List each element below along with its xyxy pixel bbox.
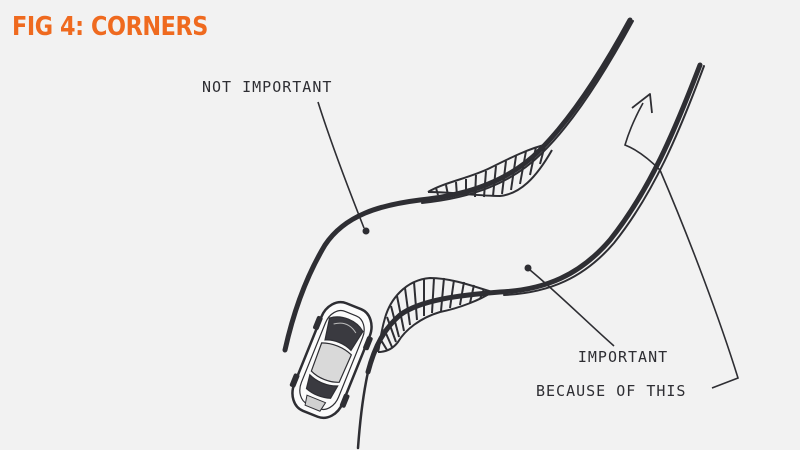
arrow-up-icon (631, 93, 653, 114)
figure-title: FIG 4: CORNERS (12, 12, 208, 42)
upper-kerb (427, 143, 553, 198)
annotation-important: IMPORTANT (577, 348, 669, 366)
leader-important (524, 264, 615, 347)
car-icon (289, 300, 373, 420)
annotation-because-of-this: BECAUSE OF THIS (536, 382, 687, 400)
road-left-edge (282, 17, 634, 353)
leader-not-important (317, 101, 370, 235)
annotation-not-important: NOT IMPORTANT (202, 78, 333, 96)
lower-kerb (377, 276, 493, 353)
leader-because-of-this (624, 102, 739, 389)
